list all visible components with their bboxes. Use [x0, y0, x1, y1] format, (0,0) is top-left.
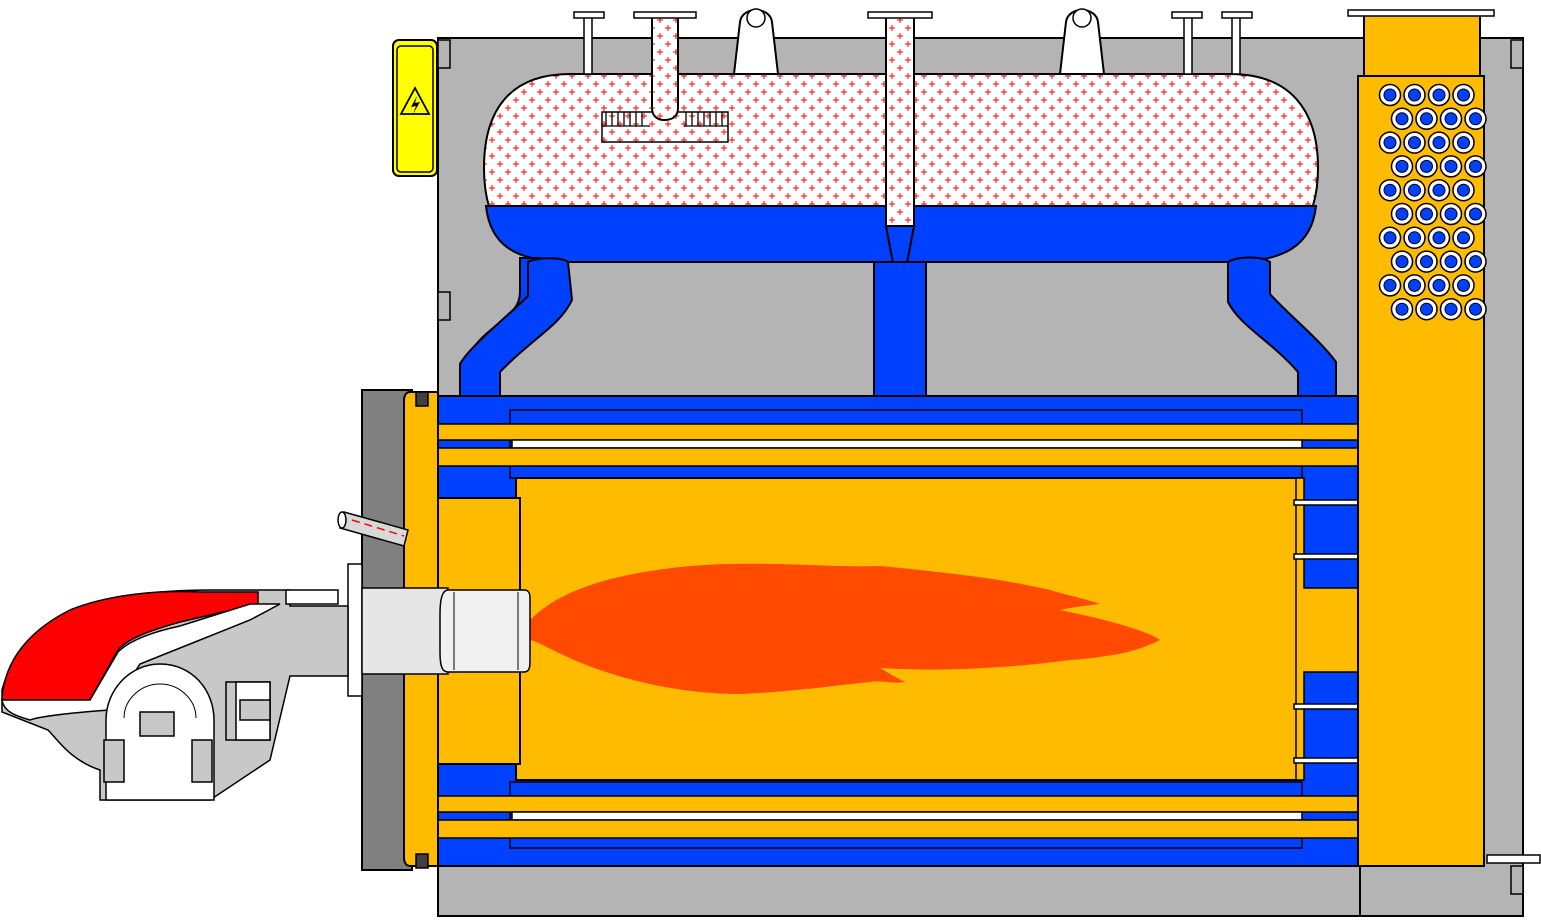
economizer-tube-water	[1457, 88, 1470, 102]
nozzle-left-flange	[573, 11, 605, 19]
door-bolt-bottom	[415, 853, 429, 869]
economizer-tube-water	[1457, 183, 1470, 197]
downcomer-right	[1227, 256, 1337, 403]
steam-outlet-flange	[633, 11, 697, 19]
right-support-foot	[1486, 854, 1541, 864]
economizer-tube-water	[1420, 207, 1433, 221]
flue-tube-top-2	[435, 447, 1361, 467]
burner-assembly	[1, 563, 531, 801]
flue-tube-bottom-2	[435, 819, 1361, 839]
economizer-tube-water	[1469, 302, 1482, 316]
economizer-tube-water	[1408, 136, 1421, 150]
economizer-tube-water	[1383, 278, 1397, 292]
economizer-tube-water	[1469, 255, 1482, 269]
economizer-tube-water	[1457, 231, 1470, 245]
door-bolt-top	[415, 391, 429, 407]
burner-motor-box	[139, 711, 175, 737]
nozzle-right-b	[1231, 15, 1241, 75]
flue-tube-top-1	[435, 423, 1361, 441]
lifting-lug-left-hole	[746, 8, 766, 28]
casing-hinge-top	[437, 39, 451, 69]
economizer-tube-water	[1408, 183, 1421, 197]
economizer-tube-water	[1408, 278, 1421, 292]
casing-base-strip	[437, 865, 1361, 917]
economizer-tube-water	[1408, 231, 1421, 245]
economizer-tube-water	[1420, 159, 1433, 173]
economizer-tube-water	[1469, 112, 1482, 126]
economizer-tube-water	[1395, 255, 1409, 269]
economizer-tube-water	[1383, 183, 1397, 197]
economizer-tube-water	[1383, 88, 1397, 102]
economizer-tube-bank	[1378, 83, 1487, 321]
casing-hinge-mid	[437, 291, 451, 321]
economizer-tube-water	[1432, 136, 1446, 150]
steam-outlet-pipe	[651, 14, 679, 122]
economizer-tube-water	[1469, 159, 1482, 173]
flue-stack-flange	[1347, 9, 1495, 17]
economizer-tube-water	[1420, 302, 1433, 316]
economizer-tube-water	[1432, 88, 1446, 102]
separator-teeth	[602, 112, 728, 127]
flue-tube-bottom-gap	[511, 811, 1303, 821]
burner-blast-tube	[361, 587, 449, 675]
nozzle-right-a-flange	[1171, 11, 1203, 19]
economizer-tube-water	[1432, 278, 1446, 292]
economizer-housing	[1357, 75, 1485, 867]
economizer-tube-water	[1469, 207, 1482, 221]
flame	[530, 563, 1160, 694]
economizer-tube-water	[1408, 88, 1421, 102]
high-voltage-warning-icon	[392, 39, 438, 177]
nozzle-right-a	[1183, 15, 1193, 75]
economizer-tube-water	[1395, 207, 1409, 221]
burner-mounting-flange	[347, 563, 363, 697]
economizer-tube-water	[1383, 231, 1397, 245]
flue-tube-bottom-1	[435, 795, 1361, 813]
casing-hinge-right-bottom	[1510, 865, 1524, 895]
flue-stack	[1363, 13, 1481, 77]
nozzle-left	[583, 15, 593, 75]
lifting-lug-right-hole	[1072, 8, 1092, 28]
economizer-tube-water	[1420, 112, 1433, 126]
burner-hood-red	[1, 590, 259, 701]
economizer-tube-water	[1444, 207, 1458, 221]
economizer-tube-water	[1432, 231, 1446, 245]
economizer-tube-water	[1444, 159, 1458, 173]
economizer-tube-water	[1457, 278, 1470, 292]
economizer-tube-water	[1420, 255, 1433, 269]
economizer-tube-water	[1383, 136, 1397, 150]
economizer-tube-water	[1432, 183, 1446, 197]
burner-hood-white	[1, 603, 281, 721]
central-riser	[873, 261, 927, 415]
economizer-tube-water	[1444, 112, 1458, 126]
burner-top-plate	[285, 589, 339, 605]
casing-hinge-right-top	[1510, 39, 1524, 69]
nozzle-right-b-flange	[1221, 11, 1253, 19]
economizer-tube-water	[1444, 255, 1458, 269]
economizer-tube-water	[1457, 136, 1470, 150]
economizer-tube-water	[1395, 112, 1409, 126]
economizer-tube-water	[1395, 302, 1409, 316]
sight-glass	[337, 511, 409, 547]
economizer-tube-water	[1395, 159, 1409, 173]
dip-tube-flange	[867, 11, 933, 19]
downcomer-left-cover	[459, 257, 574, 403]
flue-tube-top-gap	[511, 439, 1303, 449]
economizer-tube-water	[1444, 302, 1458, 316]
burner-head	[439, 589, 531, 673]
